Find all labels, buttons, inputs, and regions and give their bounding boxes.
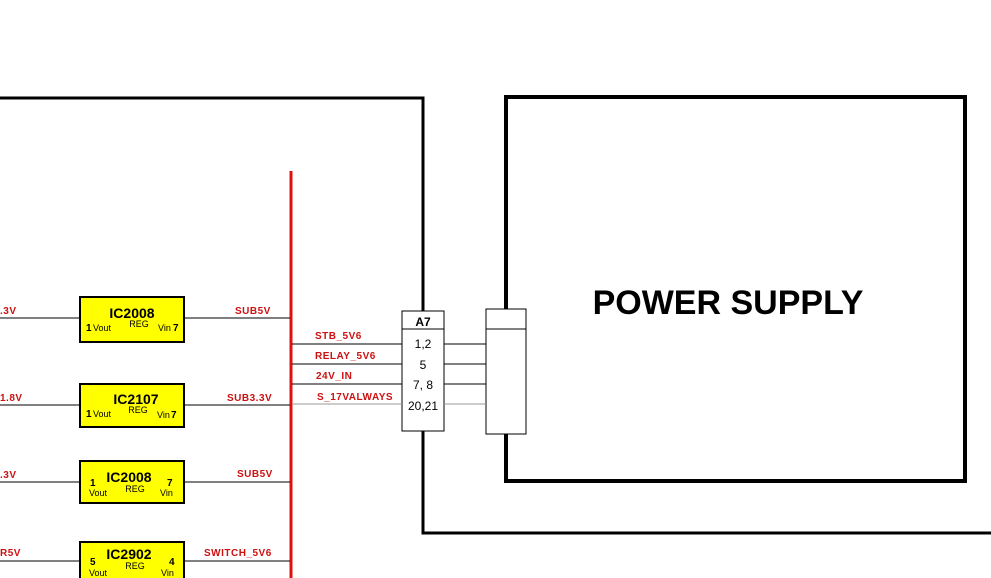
pin-label: Vout — [93, 409, 112, 419]
pin-label: Vin — [157, 410, 170, 420]
ic-type: REG — [125, 561, 145, 571]
connector-a7: A7 1,2 5 7, 8 20,21 — [401, 310, 445, 432]
board-outline — [0, 96, 425, 311]
ic-name: IC2107 — [113, 391, 158, 407]
ic-type: REG — [129, 319, 149, 329]
ic-type: REG — [125, 484, 145, 494]
power-supply-box — [504, 95, 967, 483]
ic-type: REG — [128, 405, 148, 415]
ic-name: IC2902 — [106, 546, 151, 562]
net-label: R5V — [0, 548, 21, 559]
connector-name: A7 — [415, 315, 431, 329]
connector-pin: 1,2 — [415, 337, 432, 351]
pin-number: 7 — [171, 410, 177, 421]
pin-label: Vout — [89, 488, 108, 498]
pin-label: Vin — [158, 323, 171, 333]
pin-number: 1 — [86, 409, 92, 420]
net-label: .3V — [0, 306, 17, 317]
regulator-ic2107: IC2107 REG 1 Vout Vin 7 1.8V SUB3.3V — [0, 383, 290, 428]
net-label: SUB5V — [235, 306, 271, 317]
pin-number: 7 — [173, 323, 179, 334]
net-label: SUB5V — [237, 469, 273, 480]
regulator-ic2008-b: IC2008 REG 1 Vout 7 Vin .3V SUB5V — [0, 460, 290, 504]
bus-wires — [292, 343, 486, 405]
mating-connector — [485, 308, 527, 435]
pin-number: 1 — [86, 323, 92, 334]
net-label: S_17VALWAYS — [317, 392, 393, 403]
regulator-ic2008: IC2008 REG 1 Vout Vin 7 .3V SUB5V — [0, 296, 290, 343]
pin-label: Vin — [161, 568, 174, 578]
ic-name: IC2008 — [109, 305, 154, 321]
pin-number: 7 — [167, 478, 173, 489]
net-label: SWITCH_5V6 — [204, 548, 272, 559]
pin-label: Vin — [160, 488, 173, 498]
net-label: SUB3.3V — [227, 393, 272, 404]
connector-pin: 20,21 — [408, 399, 438, 413]
pin-label: Vout — [93, 323, 112, 333]
power-supply-title: POWER SUPPLY — [593, 284, 864, 322]
pin-number: 4 — [169, 557, 175, 568]
net-label: .3V — [0, 470, 17, 481]
net-label: RELAY_5V6 — [315, 351, 376, 362]
ic-name: IC2008 — [106, 469, 151, 485]
pin-number: 1 — [90, 478, 96, 489]
connector-pin: 7, 8 — [413, 378, 433, 392]
regulator-ic2902: IC2902 REG 5 Vout 4 Vin R5V SWITCH_5V6 — [0, 541, 290, 578]
net-label: 24V_IN — [316, 371, 352, 382]
board-outline-lower — [421, 431, 991, 535]
connector-pin: 5 — [420, 358, 427, 372]
net-label: STB_5V6 — [315, 331, 362, 342]
pin-number: 5 — [90, 557, 96, 568]
net-label: 1.8V — [0, 393, 23, 404]
pin-label: Vout — [89, 568, 108, 578]
